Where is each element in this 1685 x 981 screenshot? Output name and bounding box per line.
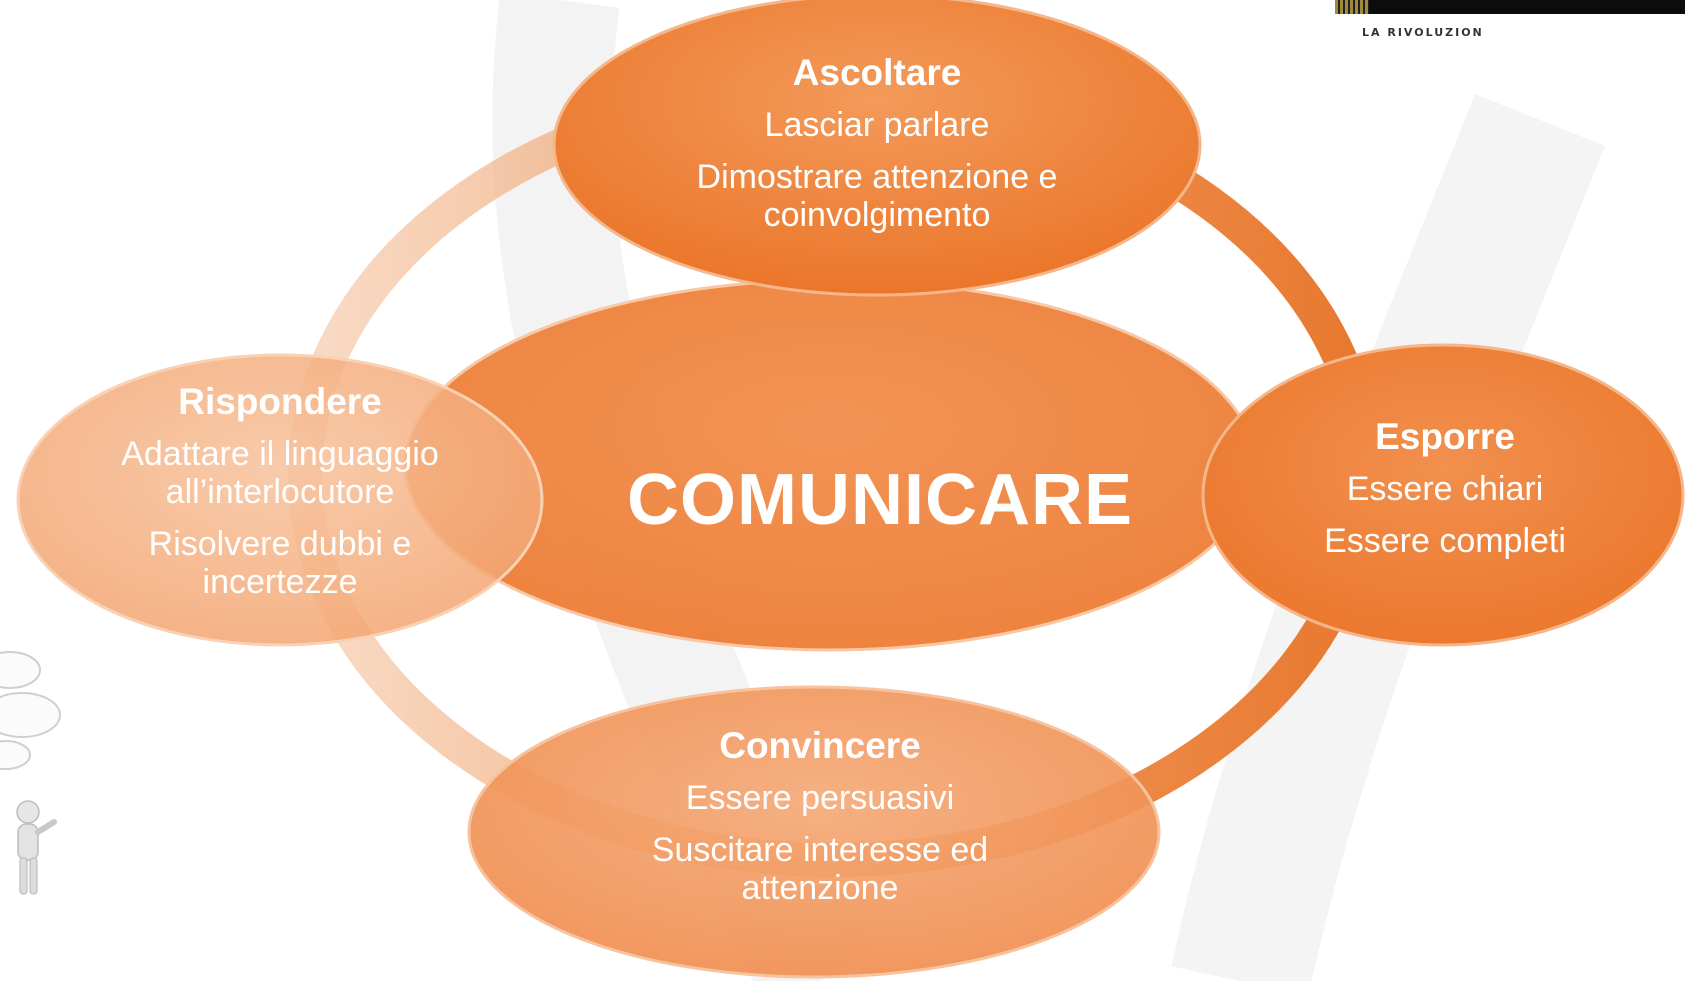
node-rispondere-shape (16, 353, 544, 647)
logo-mark (1335, 0, 1369, 14)
node-title: Rispondere (178, 380, 382, 422)
node-ascoltare-shape (552, 0, 1202, 297)
node-title: Esporre (1375, 416, 1515, 457)
node-convincere: Convincere Essere persuasivi Suscitare i… (560, 720, 1080, 925)
node-line: Dimostrare attenzione e coinvolgimento (696, 158, 1058, 234)
node-esporre-shape (1201, 343, 1685, 647)
node-line: Essere chiari (1346, 470, 1544, 508)
node-rispondere: Rispondere Adattare il linguaggio all’in… (70, 380, 490, 615)
node-title: Convincere (719, 724, 921, 766)
center-label: COMUNICARE (627, 460, 1133, 540)
node-line: Suscitare interesse ed attenzione (651, 830, 989, 907)
node-line: Lasciar parlare (764, 106, 990, 144)
node-line: Essere completi (1324, 522, 1566, 560)
node-ascoltare: Ascoltare Lasciar parlare Dimostrare att… (597, 40, 1157, 260)
person-with-speech-bubbles-icon (0, 651, 61, 895)
node-line: Essere persuasivi (685, 778, 955, 817)
logo-tagline: LA RIVOLUZION (1362, 26, 1484, 39)
node-title: Ascoltare (792, 52, 962, 93)
node-convincere-shape (467, 685, 1161, 979)
logo (1335, 0, 1685, 14)
node-esporre: Esporre Essere chiari Essere completi (1270, 405, 1620, 585)
node-line: Risolvere dubbi e incertezze (148, 524, 412, 601)
node-line: Adattare il linguaggio all’interlocutore (121, 434, 439, 511)
